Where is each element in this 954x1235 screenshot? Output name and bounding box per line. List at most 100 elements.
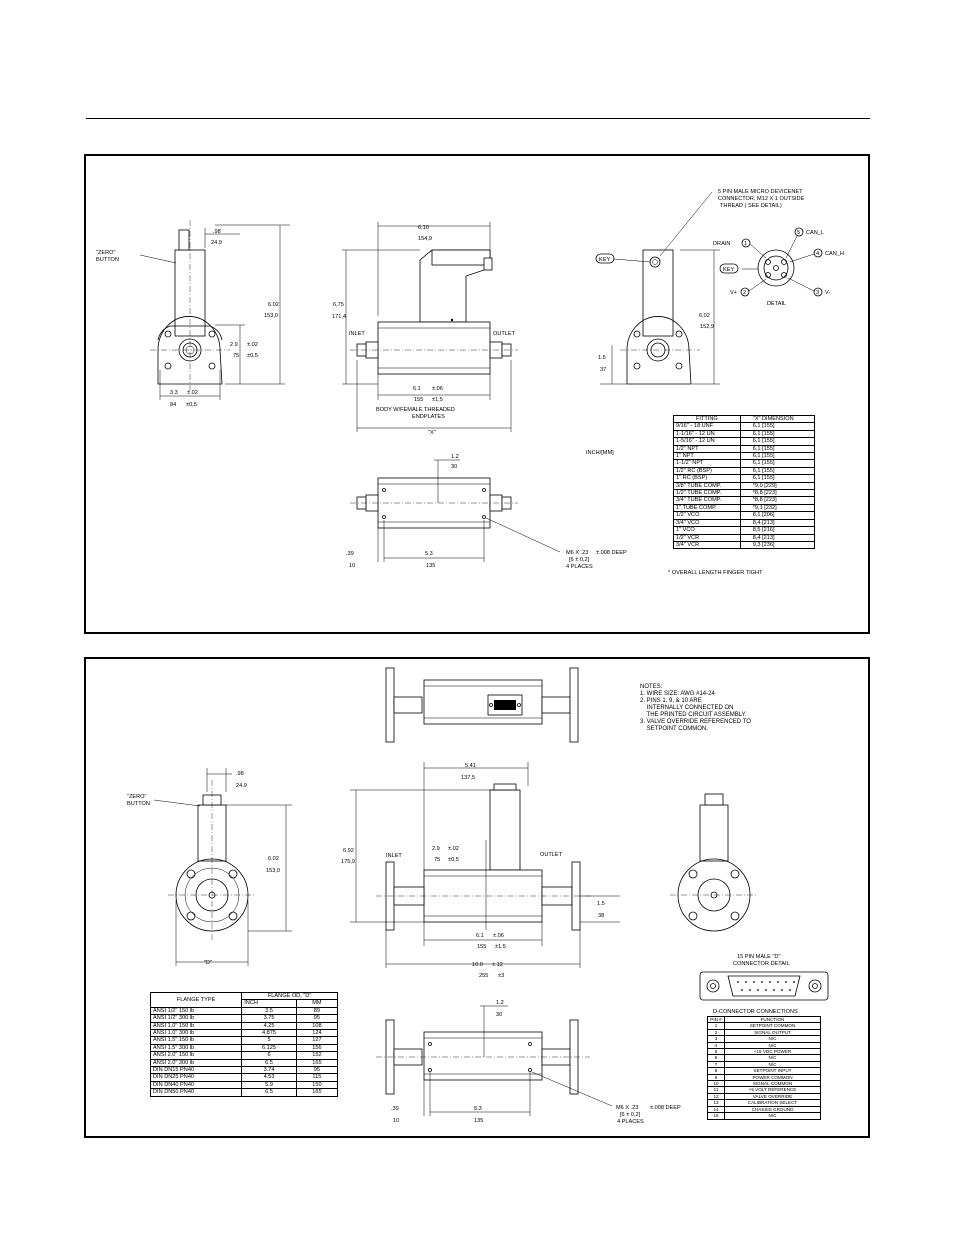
dim2-tol3: ±3 (498, 973, 504, 979)
fitting-row-cell: 8,1 [206] (739, 511, 816, 520)
flange-row-cell: 3.75 (241, 1014, 297, 1023)
dim2-155: 155 (477, 944, 486, 950)
flange-row-cell: 6.5 (241, 1088, 297, 1097)
pin-row-cell: VALVE OVERRIDE (724, 1092, 821, 1101)
flange-row-cell: ANSI 2.0" 150 lb (149, 1051, 243, 1060)
drawing-panel-flanged (84, 657, 870, 1138)
pin5-label: 5 (797, 230, 800, 236)
dim-tol05: ±0,5 (247, 353, 258, 359)
fitting-row-cell: *9,0 [229] (739, 481, 816, 491)
thread-deep: ±.008 DEEP (596, 550, 627, 556)
pin-row: 11+5 VOLT REFERENCE (707, 1086, 821, 1094)
fitting-row: 1/2" RC (BSP)6,1 [155] (673, 466, 816, 476)
dim-tol06: ±.06 (432, 386, 443, 392)
end-view-right-2 (670, 793, 758, 932)
thread2-note-1: M6 X .23 (616, 1105, 638, 1111)
dim2-1530: 153,0 (266, 868, 280, 874)
dim-610: 6,10 (418, 225, 429, 231)
dim-1714: 171,4 (332, 314, 346, 320)
key-label-1: KEY (599, 257, 610, 263)
dim-602: 6.02 (268, 302, 279, 308)
thread2-note-3: 4 PLACES (617, 1119, 644, 1125)
flange-row-cell: 95 (295, 1014, 339, 1023)
flange-row-cell: DIN DN50 PN40 (149, 1088, 243, 1097)
dim2-30: 30 (496, 1012, 502, 1018)
dim-53: 5.3 (425, 551, 433, 557)
can-h-label: CAN_H (825, 251, 844, 257)
pin-table-header: PIN # FUNCTION (707, 1015, 821, 1024)
pin-row-cell: N/C (724, 1054, 821, 1062)
flange-row-cell: ANSI 1.5" 300 lb (149, 1043, 243, 1053)
thread-note-2: [6 ± 0,2] (569, 557, 590, 563)
fitting-row-cell: 3/4" VCR (673, 540, 741, 550)
pin2-label: 2 (743, 290, 746, 296)
pin-row-cell: SIGNAL OUTPUT (724, 1028, 821, 1037)
dim-155: 155 (414, 397, 423, 403)
fitting-row-cell: 8,4 [213] (739, 533, 816, 542)
fitting-row-cell: 3/8" TUBE COMP. (673, 481, 741, 491)
fitting-row-cell: 1-5/16" - 12 UN (673, 437, 741, 446)
zero-button-label-2b: BUTTON (127, 801, 150, 807)
body-note-1: BODY W/FEMALE THREADED (376, 407, 455, 413)
dim-15: 1.5 (598, 355, 606, 361)
flange-row-cell: ANSI 1/2" 300 lb (149, 1014, 243, 1023)
flange-row-cell: 4.875 (241, 1029, 297, 1038)
dim2-249: 24.9 (236, 783, 247, 789)
dim2-15: 1.5 (597, 901, 605, 907)
header-rule (86, 118, 870, 119)
fitting-row: 1/2" TUBE COMP.*8,8 [223] (673, 489, 816, 498)
dim2-29: 2.9 (432, 846, 440, 852)
dim-39: .39 (346, 551, 354, 557)
flange-row-cell: 108 (295, 1021, 339, 1031)
fitting-row-cell: 6,1 [155] (739, 429, 816, 439)
flange-row-cell: 4.53 (241, 1073, 297, 1082)
dim-10: 10 (349, 563, 355, 569)
flange-row-cell: ANSI 1.0" 150 lb (149, 1021, 243, 1031)
inlet-label-1: INLET (349, 331, 365, 337)
dim-61: 6.1 (413, 386, 421, 392)
pin-header-function: FUNCTION (724, 1015, 821, 1024)
flange-row-cell: 124 (295, 1029, 339, 1038)
pin4-label: 4 (816, 251, 819, 257)
dim2-135: 135 (474, 1118, 483, 1124)
pin-row-cell: +5 VOLT REFERENCE (724, 1086, 821, 1094)
thread-note-3: 4 PLACES (566, 564, 593, 570)
dim2-tol15: ±1.5 (495, 944, 506, 950)
x-dim-label: "X" (428, 430, 436, 436)
flange-table-header: FLANGE TYPE FLANGE OD, "D" (149, 991, 338, 1008)
dim2-602: 6.02 (268, 856, 279, 862)
dim2-541: 5.41 (465, 763, 476, 769)
can-l-label: CAN_L (806, 230, 824, 236)
flange-row-cell: 115 (295, 1073, 339, 1082)
key-label-2: KEY (723, 267, 734, 273)
dim2-38: 38 (598, 913, 604, 919)
flange-header-od: FLANGE OD, "D" (241, 991, 338, 1001)
drain-label: DRAIN (713, 241, 730, 247)
end-view-left (139, 220, 290, 400)
connector-note-2: CONNECTOR, M12 X 1 OUTSIDE (718, 196, 805, 202)
vplus-label: V+ (730, 290, 737, 296)
d-dim-label: "D" (204, 960, 212, 966)
dim2-tol12: ±.12 (492, 962, 503, 968)
fitting-row-cell: 6,1 [155] (739, 452, 816, 461)
dim2-10: 10 (393, 1118, 399, 1124)
fitting-row-cell: 3/4" TUBE COMP. (673, 496, 741, 505)
flange-row-cell: 127 (295, 1036, 339, 1045)
